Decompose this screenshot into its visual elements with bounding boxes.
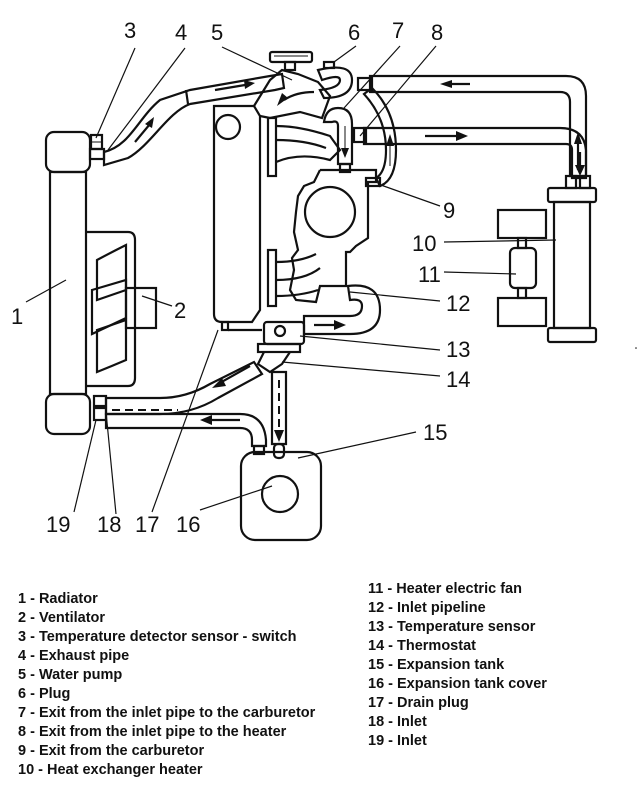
- radiator-bottom-tank: [44, 392, 92, 436]
- legend-item: 14 - Thermostat: [368, 638, 476, 654]
- heater-supply-hose: [362, 126, 588, 180]
- legend-item: 18 - Inlet: [368, 714, 427, 730]
- flow-arrow-head: [145, 117, 154, 128]
- fan-blade-lower: [95, 318, 128, 374]
- callout-11: 11: [418, 262, 441, 287]
- lower-bypass-hose: [104, 360, 264, 416]
- callout-2: 2: [174, 298, 186, 323]
- heater-fan-rotor-bottom: [496, 296, 548, 328]
- drain-plug: [220, 320, 230, 332]
- heater-fan-rotor-top: [496, 208, 548, 240]
- fan-hub: [124, 286, 158, 330]
- legend-item: 12 - Inlet pipeline: [368, 600, 486, 616]
- callout-3: 3: [124, 18, 136, 43]
- callout-7: 7: [392, 18, 404, 43]
- thermostat-to-tank-hose: [270, 370, 288, 446]
- engine-plug-circle: [214, 113, 242, 141]
- legend-item: 10 - Heat exchanger heater: [18, 762, 203, 778]
- carburetor-inlet-loop: [322, 106, 354, 166]
- pump-pulley: [268, 50, 314, 64]
- legend-item: 16 - Expansion tank cover: [368, 676, 547, 692]
- callout-9: 9: [443, 198, 455, 223]
- callout-18: 18: [97, 512, 121, 537]
- radiator-core: [48, 170, 88, 396]
- engine-block: [212, 50, 378, 332]
- carburetor-circle: [303, 185, 357, 239]
- callout-15: 15: [423, 420, 447, 445]
- upper-radiator-hose: [102, 72, 286, 167]
- expansion-tank-cover: [260, 474, 300, 514]
- callout-16: 16: [176, 512, 200, 537]
- callout-4: 4: [175, 20, 187, 45]
- legend-item: 13 - Temperature sensor: [368, 619, 536, 635]
- legend-item: 8 - Exit from the inlet pipe to the heat…: [18, 724, 287, 740]
- heater-core-bottom-cap: [546, 326, 598, 344]
- heater-assembly: [496, 174, 598, 344]
- heater-return-hose: [368, 74, 588, 178]
- leader-lines: [25, 45, 557, 515]
- thermostat-housing: [256, 320, 306, 374]
- heater-electric-fan-motor: [508, 246, 538, 290]
- inlet-pipeline: [302, 284, 382, 336]
- temperature-switch: [88, 133, 106, 161]
- legend-item: 6 - Plug: [18, 686, 71, 702]
- legend-item: 3 - Temperature detector sensor - switch: [18, 629, 297, 645]
- legend-item: 5 - Water pump: [18, 667, 123, 683]
- legend-right-column: 11 - Heater electric fan 12 - Inlet pipe…: [368, 580, 547, 751]
- legend-item: 15 - Expansion tank: [368, 657, 505, 673]
- callout-5: 5: [211, 20, 223, 45]
- callout-labels: 3 4 5 6 7 8 9 10 11 12 13 14 15 16 17 18…: [11, 18, 470, 537]
- callout-6: 6: [348, 20, 360, 45]
- legend-item: 7 - Exit from the inlet pipe to the carb…: [18, 705, 316, 721]
- cooling-system-diagram: 3 4 5 6 7 8 9 10 11 12 13 14 15 16 17 18…: [0, 0, 637, 542]
- flow-arrow: [214, 83, 246, 92]
- plug: [322, 60, 336, 70]
- callout-14: 14: [446, 367, 470, 392]
- callout-19: 19: [46, 512, 70, 537]
- radiator-top-tank: [44, 130, 92, 174]
- flow-arrow: [134, 123, 151, 143]
- flow-arrow-head: [244, 80, 255, 89]
- expansion-tank-return-hose: [104, 412, 268, 448]
- callout-8: 8: [431, 20, 443, 45]
- fan-blade-upper: [95, 243, 128, 302]
- temperature-sensor: [273, 324, 287, 338]
- legend-item: 11 - Heater electric fan: [368, 581, 522, 597]
- legend-item: 17 - Drain plug: [368, 695, 469, 711]
- radiator: [44, 130, 92, 436]
- legend-item: 2 - Ventilator: [18, 610, 106, 626]
- callout-17: 17: [135, 512, 159, 537]
- legend-item: 4 - Exhaust pipe: [18, 648, 130, 664]
- carburetor-outlet-hose: [362, 86, 398, 188]
- legend-item: 1 - Radiator: [18, 591, 98, 607]
- heater-core-top-cap: [546, 186, 598, 204]
- legend-item: 9 - Exit from the carburetor: [18, 743, 205, 759]
- legend-item: 19 - Inlet: [368, 733, 427, 749]
- callout-1: 1: [11, 304, 23, 329]
- callout-12: 12: [446, 291, 470, 316]
- thermostat: [256, 342, 302, 354]
- callout-10: 10: [412, 231, 436, 256]
- callout-13: 13: [446, 337, 470, 362]
- expansion-tank: [239, 450, 323, 542]
- fan-shroud: [86, 230, 137, 388]
- heat-exchanger-core: [552, 200, 592, 330]
- legend-left-column: 1 - Radiator 2 - Ventilator 3 - Temperat…: [18, 590, 315, 780]
- ventilator: [86, 230, 158, 388]
